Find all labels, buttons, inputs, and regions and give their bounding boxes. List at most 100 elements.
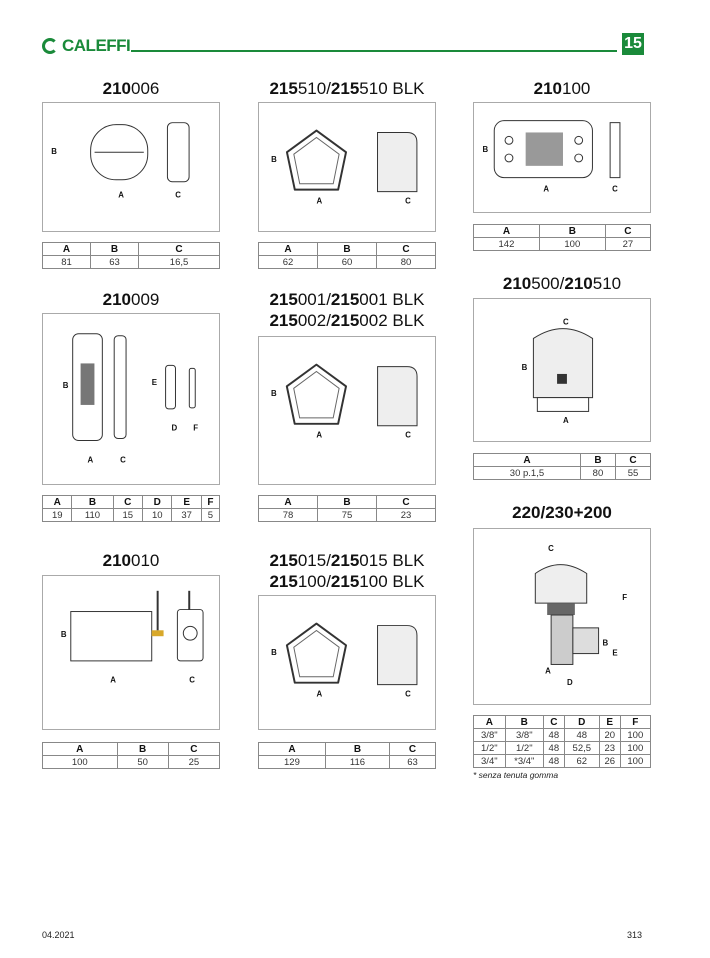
code-prefix: 210 <box>502 274 532 293</box>
title-line: 215002/215002 BLK <box>258 310 436 331</box>
title-line: 215510/215510 BLK <box>258 78 436 99</box>
table-cell: 129 <box>258 755 326 769</box>
product-code-title: 210006 <box>42 78 220 99</box>
table-cell: 20 <box>598 728 621 742</box>
table-cell: 48 <box>542 754 565 768</box>
dimension-label: A <box>118 191 124 200</box>
logo-mark-icon <box>42 38 58 54</box>
table-cell: 50 <box>116 755 169 769</box>
table-cell: 60 <box>317 255 377 269</box>
column-header: A <box>42 742 118 756</box>
table-cell: 48 <box>542 741 565 755</box>
column-header: A <box>41 495 73 509</box>
code-suffix: 100 BLK <box>359 572 425 591</box>
column-header: C <box>604 224 652 238</box>
table-cell: 116 <box>324 755 391 769</box>
table-cell: *3/4" <box>504 754 544 768</box>
title-line: 210100 <box>473 78 651 99</box>
dimension-label: C <box>405 196 411 205</box>
code-suffix: 010 <box>131 551 160 570</box>
code-suffix: 510 <box>592 274 622 293</box>
dimension-label: F <box>193 424 198 433</box>
dimension-label: A <box>563 416 569 425</box>
dimension-drawing: A B C <box>51 122 190 200</box>
table-cell: 100 <box>42 755 118 769</box>
table-cell: 62 <box>258 255 318 269</box>
chapter-number: 15 <box>622 33 644 55</box>
column-header: B <box>116 742 169 756</box>
code-prefix: 210 <box>102 79 131 98</box>
table-cell: 80 <box>579 466 616 480</box>
brand-name: CALEFFI <box>62 36 131 55</box>
table-cell: 48 <box>563 728 600 742</box>
dimension-label: C <box>405 431 411 440</box>
dimension-label: C <box>175 191 181 200</box>
table-cell: 63 <box>389 755 436 769</box>
code-prefix: 215 <box>330 551 360 570</box>
table-cell: 16,5 <box>138 255 220 269</box>
code-suffix: 100 <box>562 79 591 98</box>
table-cell: 10 <box>141 508 173 522</box>
table-cell: 3/4" <box>473 754 506 768</box>
table-cell: 5 <box>200 508 221 522</box>
code-prefix: 215 <box>330 290 360 309</box>
column-header: A <box>258 742 326 756</box>
column-header: E <box>171 495 202 509</box>
footer-page-number: 313 <box>627 930 643 940</box>
dimension-label: C <box>405 689 411 698</box>
table-cell: 75 <box>317 508 377 522</box>
dimension-drawing: ABC <box>61 590 204 685</box>
product-code-title: 210009 <box>42 289 220 310</box>
table-cell: 30 p.1,5 <box>473 466 581 480</box>
column-header: C <box>112 495 144 509</box>
dimension-label: B <box>61 630 67 639</box>
product-code-title: 210010 <box>42 550 220 571</box>
dimension-label: B <box>522 363 528 372</box>
code-suffix: 006 <box>131 79 160 98</box>
dimension-label: D <box>567 678 573 687</box>
code-prefix: 210 <box>102 290 131 309</box>
column-header: C <box>376 495 436 509</box>
header-rule <box>131 50 617 52</box>
dimension-label: B <box>51 147 57 156</box>
code-suffix: 002 BLK <box>359 311 425 330</box>
product-drawing: A B C <box>42 102 220 232</box>
caleffi-logo: CALEFFI <box>42 36 131 56</box>
table-cell: 48 <box>542 728 565 742</box>
code-prefix: 210 <box>564 274 593 293</box>
dimension-label: C <box>120 455 126 464</box>
dimension-label: B <box>271 648 277 657</box>
code-suffix: 015/ <box>297 551 331 570</box>
dimension-label: E <box>612 649 617 658</box>
column-header: A <box>258 495 318 509</box>
code-suffix: 100/ <box>297 572 331 591</box>
column-header: C <box>542 715 565 729</box>
code-prefix: 215 <box>330 79 360 98</box>
dimension-label: B <box>482 145 488 154</box>
table-cell: 26 <box>598 754 621 768</box>
code-prefix: 215 <box>269 311 298 330</box>
column-header: D <box>563 715 600 729</box>
